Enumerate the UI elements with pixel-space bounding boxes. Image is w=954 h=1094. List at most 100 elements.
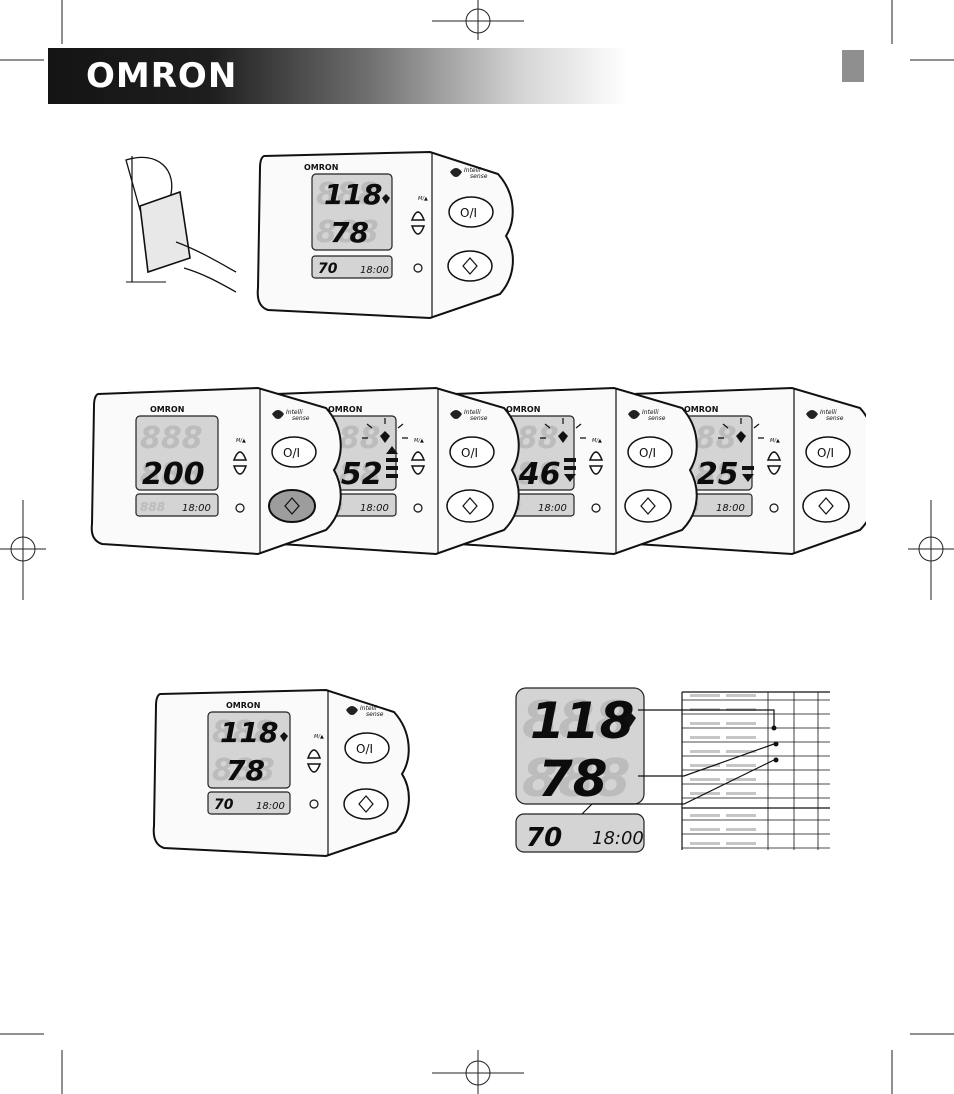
power-button-label: O/I	[283, 446, 300, 460]
time-reading: 18:00	[716, 503, 745, 514]
start-arrow-icon	[462, 257, 478, 275]
systolic-reading: 118	[220, 716, 278, 749]
intellisense-logo: Intelli	[464, 167, 481, 174]
power-button[interactable]	[449, 436, 495, 468]
svg-text:888: 888	[316, 177, 379, 212]
power-button-label: O/I	[639, 446, 656, 460]
indicator-lamp	[235, 503, 245, 513]
intellisense-heart-icon	[346, 706, 358, 715]
memory-down-button[interactable]	[588, 465, 604, 475]
memory-label: M/▲	[236, 438, 246, 444]
diastolic-reading: 78	[330, 216, 369, 249]
memory-up-button[interactable]	[410, 451, 426, 461]
flashing-heart-icon	[362, 418, 408, 443]
wrist-cuff-illustration	[125, 156, 237, 293]
power-button[interactable]	[805, 436, 851, 468]
pressure-reading: 200	[142, 457, 205, 492]
intellisense-sub: sense	[470, 415, 488, 422]
zoom-systolic: 118	[530, 692, 634, 750]
lcd-main	[207, 711, 291, 789]
memory-label: M/▲	[418, 196, 428, 202]
leader-lines	[581, 709, 779, 815]
time-reading: 18:00	[256, 801, 285, 812]
power-button[interactable]	[627, 436, 673, 468]
indicator-lamp	[413, 263, 423, 273]
inflate-up-icon	[386, 446, 398, 478]
memory-up-button[interactable]	[766, 451, 782, 461]
memory-up-button[interactable]	[410, 211, 426, 221]
device-logo: OMRON	[506, 405, 540, 414]
device-logo: OMRON	[684, 405, 718, 414]
heart-icon	[624, 712, 636, 727]
memory-up-button[interactable]	[588, 451, 604, 461]
time-reading: 18:00	[538, 503, 567, 514]
start-button[interactable]	[268, 489, 316, 523]
memory-down-button[interactable]	[766, 465, 782, 475]
intellisense-logo: Intelli	[286, 409, 303, 416]
zoom-lcd-main	[515, 687, 645, 805]
power-button[interactable]	[271, 436, 317, 468]
start-button[interactable]	[447, 250, 493, 282]
memory-label: M/▲	[314, 734, 324, 740]
start-arrow-icon	[284, 497, 300, 515]
memory-down-button[interactable]	[306, 763, 322, 773]
power-button-label: O/I	[460, 206, 477, 220]
start-button[interactable]	[802, 489, 850, 523]
memory-down-button[interactable]	[410, 225, 426, 235]
intellisense-logo: Intelli	[360, 705, 377, 712]
diastolic-reading: 78	[226, 754, 265, 787]
time-reading: 18:00	[182, 503, 211, 514]
start-button[interactable]	[343, 788, 389, 820]
svg-text:888: 888	[140, 421, 203, 456]
device-logo: OMRON	[328, 405, 362, 414]
memory-up-button[interactable]	[232, 451, 248, 461]
power-button-label: O/I	[461, 446, 478, 460]
intellisense-heart-icon	[450, 168, 462, 177]
svg-text:888: 888	[316, 215, 379, 250]
memory-down-button[interactable]	[232, 465, 248, 475]
lcd-sub	[135, 493, 219, 517]
start-arrow-icon	[462, 497, 478, 515]
memory-down-button[interactable]	[410, 465, 426, 475]
power-button[interactable]	[344, 732, 390, 764]
memory-label: M/▲	[414, 438, 424, 444]
indicator-lamp	[769, 503, 779, 513]
flashing-heart-icon	[540, 418, 586, 443]
lcd-main	[135, 415, 219, 491]
intellisense-heart-icon	[450, 410, 462, 419]
lcd-sub	[311, 255, 393, 279]
lcd-main	[311, 173, 393, 251]
svg-text:888: 888	[212, 715, 275, 750]
device-logo: OMRON	[150, 405, 184, 414]
page-tab-marker	[842, 50, 864, 82]
start-arrow-icon	[358, 795, 374, 813]
record-sheet	[681, 691, 830, 850]
start-button[interactable]	[446, 489, 494, 523]
power-button-label: O/I	[356, 742, 373, 756]
intellisense-sub: sense	[470, 173, 488, 180]
zoom-time: 18:00	[592, 828, 644, 849]
memory-label: M/▲	[592, 438, 602, 444]
brand-logo: OMRON	[86, 56, 238, 96]
indicator-lamp	[413, 503, 423, 513]
zoomed-display-with-log: 888 888 118 78 70 18:00	[515, 687, 830, 853]
inflation-sequence: OMRON88888812588818:00M/▲IntellisenseO/I…	[90, 386, 866, 556]
heart-icon	[382, 194, 390, 204]
svg-text:888: 888	[522, 749, 631, 809]
pulse-reading: 70	[318, 261, 338, 277]
device-logo: OMRON	[226, 701, 260, 710]
time-reading: 18:00	[360, 265, 389, 276]
svg-text:888: 888	[140, 457, 203, 492]
memory-up-button[interactable]	[306, 749, 322, 759]
pulse-reading: 70	[214, 797, 234, 813]
start-button[interactable]	[624, 489, 672, 523]
intellisense-sub: sense	[292, 415, 310, 422]
deflate-down-icon	[564, 458, 576, 482]
start-arrow-icon	[818, 497, 834, 515]
power-button[interactable]	[448, 196, 494, 228]
intellisense-sub: sense	[826, 415, 844, 422]
start-arrow-icon	[640, 497, 656, 515]
flashing-heart-icon	[718, 418, 764, 443]
